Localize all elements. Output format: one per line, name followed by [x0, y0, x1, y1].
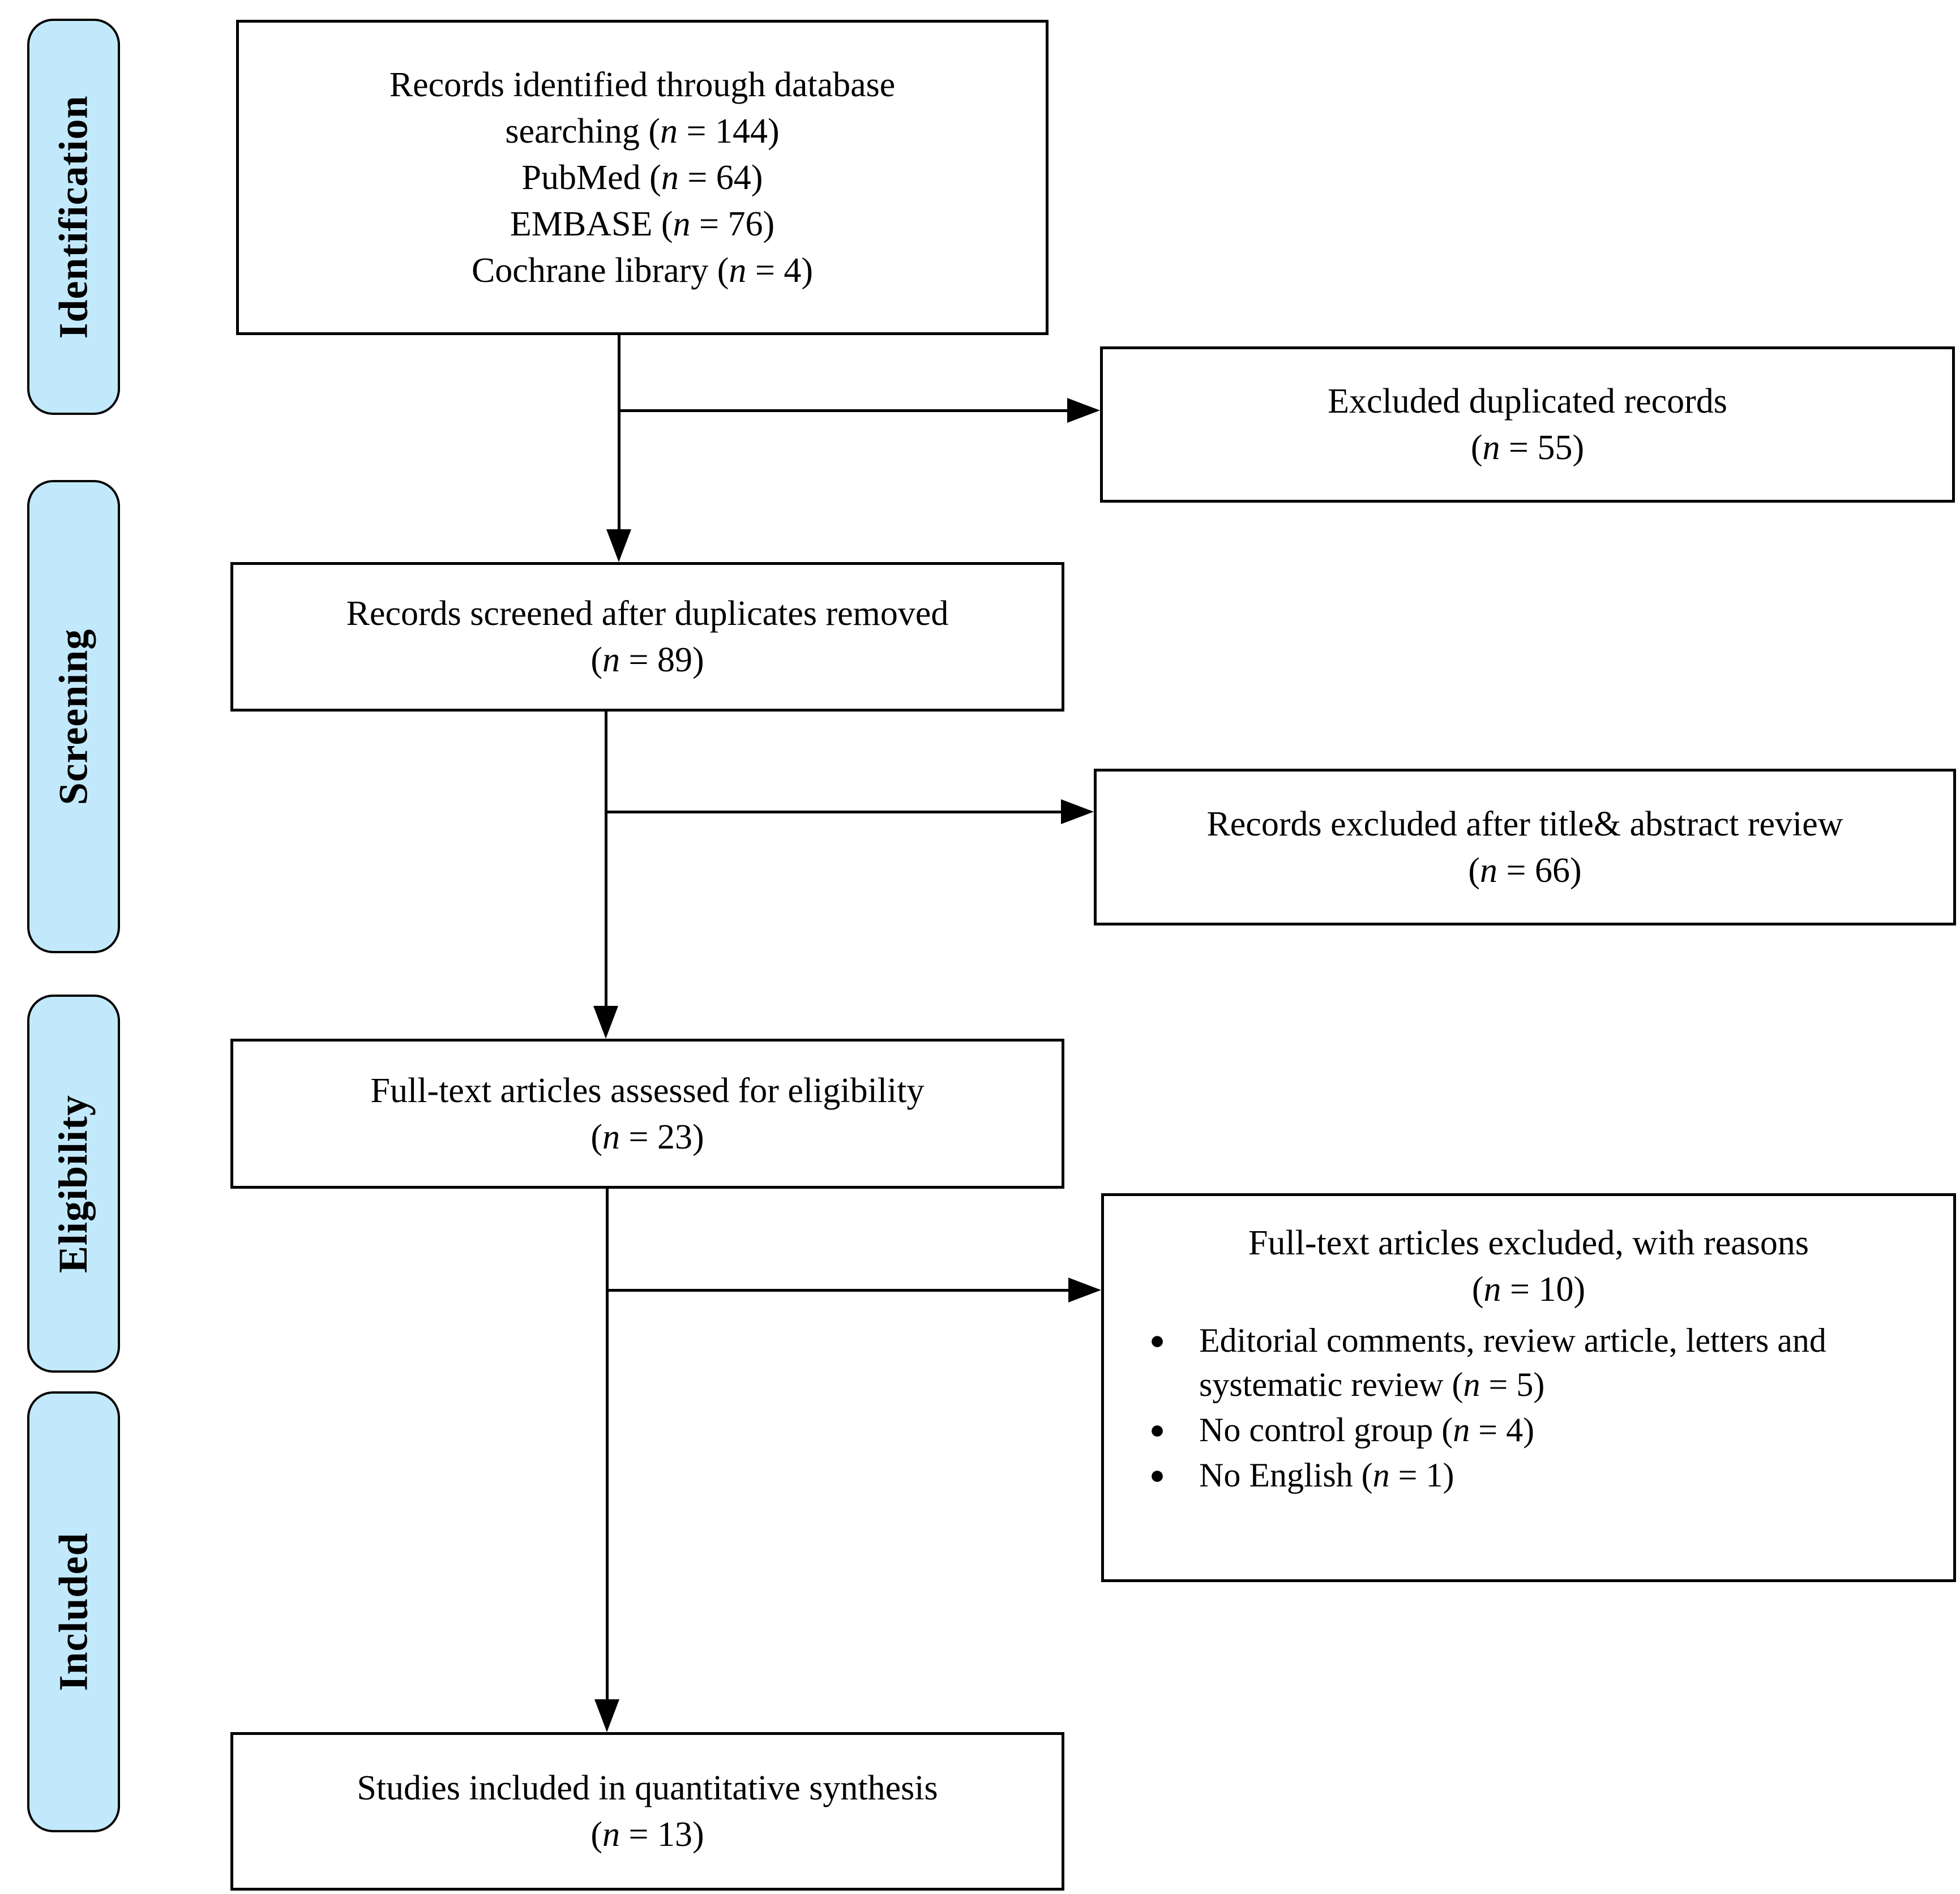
bullet-icon: ●	[1149, 1460, 1165, 1489]
arrowhead-right-icon	[1067, 398, 1100, 423]
box-included-synthesis: Studies included in quantitative synthes…	[230, 1732, 1064, 1891]
stage-screening: Screening	[27, 480, 120, 953]
box-excluded-title-abstract-line: (n = 66)	[1468, 851, 1582, 890]
connector-line-identified-to-screened	[618, 334, 620, 532]
stage-screening-label: Screening	[50, 628, 96, 805]
box-excluded-title-abstract-line: Records excluded after title& abstract r…	[1206, 804, 1843, 843]
exclusion-reason-text: No English (n = 1)	[1199, 1456, 1454, 1494]
box-excluded-duplicates: Excluded duplicated records (n = 55)	[1100, 346, 1955, 503]
bullet-icon: ●	[1149, 1415, 1165, 1444]
stage-included-label: Included	[50, 1532, 96, 1691]
box-records-identified-line: searching (n = 144)	[505, 112, 780, 151]
box-records-screened-line: (n = 89)	[590, 641, 704, 679]
exclusion-reason-list: ● Editorial comments, review article, le…	[1104, 1318, 1953, 1498]
exclusion-reason-text: Editorial comments, review article, lett…	[1199, 1322, 1826, 1403]
box-fulltext-assessed-line: Full-text articles assessed for eligibil…	[370, 1071, 925, 1110]
box-excluded-title-abstract: Records excluded after title& abstract r…	[1094, 769, 1956, 925]
exclusion-reason-item: ● Editorial comments, review article, le…	[1142, 1318, 1953, 1407]
box-records-identified-line: Cochrane library (n = 4)	[471, 251, 814, 290]
box-records-screened-line: Records screened after duplicates remove…	[346, 594, 949, 633]
arrowhead-right-icon	[1068, 1278, 1101, 1302]
box-records-identified-line: EMBASE (n = 76)	[510, 204, 775, 243]
bullet-icon: ●	[1149, 1326, 1165, 1355]
exclusion-reason-item: ● No control group (n = 4)	[1142, 1408, 1953, 1452]
box-fulltext-assessed: Full-text articles assessed for eligibil…	[230, 1039, 1064, 1189]
exclusion-reason-text: No control group (n = 4)	[1199, 1411, 1535, 1449]
box-fulltext-excluded: Full-text articles excluded, with reason…	[1101, 1193, 1956, 1582]
box-fulltext-excluded-title: (n = 10)	[1471, 1270, 1586, 1309]
box-fulltext-excluded-title: Full-text articles excluded, with reason…	[1248, 1224, 1809, 1262]
connector-line-to-duplicates	[619, 409, 1069, 412]
box-included-synthesis-line: Studies included in quantitative synthes…	[357, 1769, 938, 1807]
arrowhead-down-icon	[594, 1699, 619, 1732]
connector-line-to-title-abstract-excluded	[606, 811, 1063, 813]
box-records-screened: Records screened after duplicates remove…	[230, 562, 1064, 712]
arrowhead-down-icon	[593, 1006, 618, 1039]
box-fulltext-assessed-line: (n = 23)	[590, 1117, 704, 1156]
box-excluded-duplicates-line: (n = 55)	[1470, 428, 1585, 467]
box-records-identified: Records identified through database sear…	[236, 20, 1049, 335]
connector-line-to-fulltext-excluded	[607, 1289, 1070, 1292]
connector-line-fulltext-to-included	[606, 1189, 609, 1699]
exclusion-reason-item: ● No English (n = 1)	[1142, 1453, 1953, 1497]
stage-eligibility: Eligibility	[27, 995, 120, 1373]
stage-identification: Identification	[27, 19, 120, 415]
connector-line-screened-to-fulltext	[605, 712, 607, 1009]
stage-included: Included	[27, 1391, 120, 1832]
box-records-identified-line: Records identified through database	[389, 65, 896, 104]
arrowhead-down-icon	[606, 529, 631, 562]
box-excluded-duplicates-line: Excluded duplicated records	[1328, 382, 1727, 421]
stage-identification-label: Identification	[50, 95, 96, 339]
stage-eligibility-label: Eligibility	[50, 1094, 96, 1273]
box-records-identified-line: PubMed (n = 64)	[521, 158, 763, 197]
arrowhead-right-icon	[1061, 799, 1094, 824]
box-included-synthesis-line: (n = 13)	[590, 1815, 704, 1854]
